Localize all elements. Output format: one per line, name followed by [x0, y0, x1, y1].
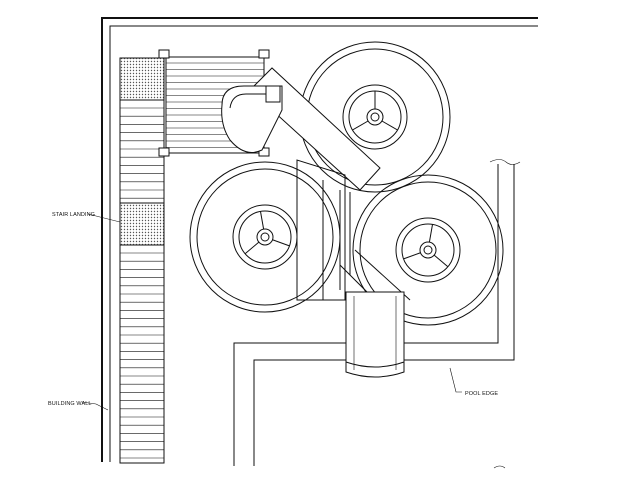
- support-spoke: [272, 239, 290, 247]
- pool-edge-label: POOL EDGE: [465, 391, 498, 397]
- stairway: [119, 57, 165, 464]
- support-spoke: [428, 224, 434, 243]
- mid-stair-landing: [119, 202, 165, 246]
- water-slide: [189, 41, 504, 378]
- building-wall-label: BUILDING WALL: [48, 401, 92, 407]
- stair-landing-label: STAIR LANDING: [52, 212, 95, 218]
- upper-stair-landing: [119, 57, 165, 101]
- start-tub: [221, 85, 283, 153]
- support-spoke: [433, 254, 449, 268]
- support-spoke: [403, 252, 421, 260]
- building-wall: [101, 17, 538, 462]
- support-spoke: [259, 211, 265, 230]
- pool-edge-outline: [233, 159, 521, 469]
- leader-lines: [81, 213, 462, 411]
- helix-right: [352, 174, 504, 326]
- support-spoke: [381, 120, 398, 131]
- support-spoke: [244, 241, 260, 255]
- support-spoke: [352, 120, 369, 131]
